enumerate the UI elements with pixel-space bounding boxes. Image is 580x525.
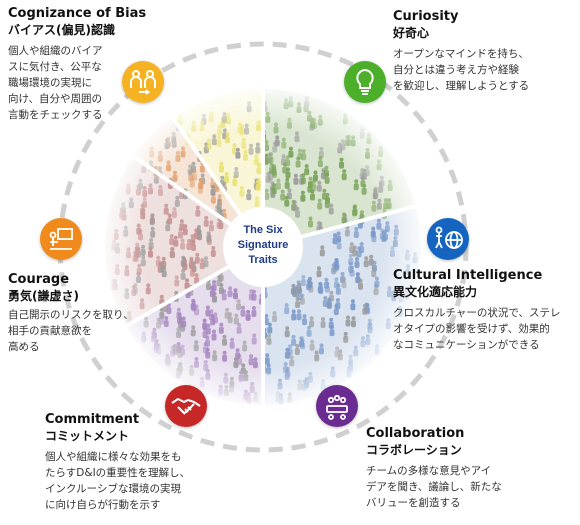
presentation-icon [40, 218, 82, 260]
trait-curiosity: Curiosity 好奇心 オープンなマインドを持ち、 自分とは違う考え方や経験… [393, 9, 578, 94]
desc-line: 個人や組織のバイア [8, 45, 103, 57]
trait-description: クロスカルチャーの状況で、ステレ オタイプの影響を受けず、効果的 なコミュニケー… [393, 305, 578, 353]
meeting-table-icon [316, 385, 358, 427]
desc-line: たらすD&Iの重要性を理解し、 [45, 467, 191, 479]
desc-line: 自己開示のリスクを取り、 [8, 309, 134, 321]
trait-title: Collaboration [366, 426, 465, 441]
desc-line: を歓迎し、理解しようとする [393, 80, 530, 92]
desc-line: 相手の貢献意欲を [8, 325, 92, 337]
trait-courage: Courage 勇気(謙虚さ) 自己開示のリスクを取り、 相手の貢献意欲を 高め… [8, 272, 173, 355]
desc-line: 個人や組織に様々な効果をも [45, 451, 182, 463]
desc-line: に向け自らが行動を示す [45, 499, 161, 511]
desc-line: クロスカルチャーの状況で、ステレ [393, 307, 561, 319]
trait-subtitle: 異文化適応能力 [393, 285, 478, 299]
desc-line: オープンなマインドを持ち、 [393, 48, 529, 60]
trait-subtitle: 好奇心 [393, 26, 430, 40]
desc-line: オタイプの影響を受けず、効果的 [393, 323, 550, 335]
desc-line: 高める [8, 341, 40, 353]
desc-line: 自分とは違う考え方や経験 [393, 64, 519, 76]
desc-line: 言動をチェックする [8, 109, 103, 121]
center-label-line3: Traits [248, 254, 277, 266]
trait-title: Curiosity [393, 9, 459, 24]
person-globe-icon [427, 218, 469, 260]
trait-description: オープンなマインドを持ち、 自分とは違う考え方や経験 を歓迎し、理解しようとする [393, 46, 578, 94]
trait-commitment: Commitment コミットメント 個人や組織に様々な効果をも たらすD&Iの… [45, 412, 235, 513]
trait-subtitle: 勇気(謙虚さ) [8, 289, 79, 303]
trait-description: チームの多様な意見やアイ デアを聞き、議論し、新たな バリューを創造する [366, 463, 556, 511]
trait-description: 個人や組織のバイア スに気付き、公平な 職場環境の実現に 向け、自分や周囲の 言… [8, 43, 133, 123]
desc-line: デアを聞き、議論し、新たな [366, 481, 502, 493]
center-label-line2: Signature [238, 239, 289, 251]
trait-description: 個人や組織に様々な効果をも たらすD&Iの重要性を理解し、 インクルーシブな環境… [45, 449, 235, 513]
trait-title: Courage [8, 272, 70, 287]
desc-line: 向け、自分や周囲の [8, 93, 102, 105]
trait-title: Cultural Intelligence [393, 268, 543, 283]
trait-title: Commitment [45, 412, 140, 427]
desc-line: 職場環境の実現に [8, 77, 92, 89]
lightbulb-icon [344, 61, 386, 103]
desc-line: インクルーシブな環境の実現 [45, 483, 181, 495]
trait-cognizance-of-bias: Cognizance of Bias バイアス(偏見)認識 個人や組織のバイア … [8, 6, 147, 123]
trait-cultural-intelligence: Cultural Intelligence 異文化適応能力 クロスカルチャーの状… [393, 268, 578, 353]
trait-title: Cognizance of Bias [8, 6, 147, 21]
trait-description: 自己開示のリスクを取り、 相手の貢献意欲を 高める [8, 307, 173, 355]
center-label-line1: The Six [243, 224, 283, 236]
desc-line: なコミュニケーションができる [393, 339, 540, 351]
people-exchange-icon [122, 61, 164, 103]
desc-line: チームの多様な意見やアイ [366, 465, 492, 477]
trait-subtitle: コラボレーション [366, 443, 462, 457]
desc-line: スに気付き、公平な [8, 61, 102, 73]
center-circle [223, 207, 303, 287]
trait-subtitle: バイアス(偏見)認識 [8, 23, 115, 37]
trait-collaboration: Collaboration コラボレーション チームの多様な意見やアイ デアを聞… [366, 426, 556, 511]
handshake-icon [165, 385, 207, 427]
desc-line: バリューを創造する [366, 497, 461, 509]
trait-subtitle: コミットメント [45, 429, 130, 443]
